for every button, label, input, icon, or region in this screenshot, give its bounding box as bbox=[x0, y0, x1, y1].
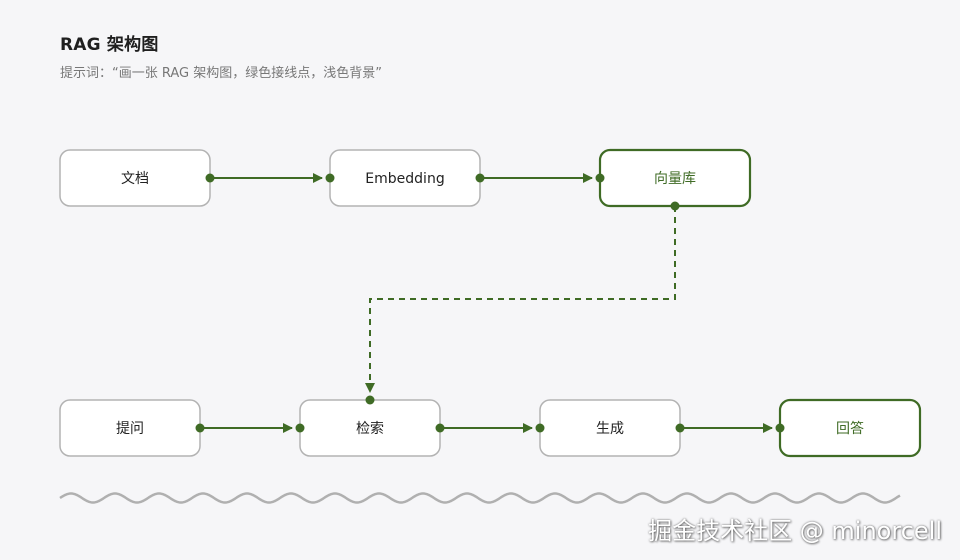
port-vector-db-bottom[interactable] bbox=[670, 201, 680, 211]
node-question[interactable]: 提问 bbox=[59, 399, 201, 457]
port-answer-left[interactable] bbox=[775, 423, 785, 433]
node-vector-db-label: 向量库 bbox=[654, 171, 696, 187]
port-docs-right[interactable] bbox=[205, 173, 215, 183]
port-retrieve-right[interactable] bbox=[435, 423, 445, 433]
node-answer-label: 回答 bbox=[836, 420, 864, 437]
port-generate-right[interactable] bbox=[675, 423, 685, 433]
node-docs-label: 文档 bbox=[121, 171, 149, 187]
page-subtitle: 提示词：“画一张 RAG 架构图，绿色接线点，浅色背景” bbox=[60, 66, 382, 81]
node-docs[interactable]: 文档 bbox=[59, 149, 211, 207]
node-vector-db[interactable]: 向量库 bbox=[598, 148, 752, 208]
node-answer[interactable]: 回答 bbox=[778, 398, 922, 458]
port-question-right[interactable] bbox=[195, 423, 205, 433]
connection-points bbox=[195, 173, 785, 433]
port-embedding-right[interactable] bbox=[475, 173, 485, 183]
port-vector-db-left[interactable] bbox=[595, 173, 605, 183]
watermark: 掘金技术社区 @ minorcell bbox=[648, 517, 942, 545]
node-embedding-label: Embedding bbox=[365, 171, 444, 187]
port-retrieve-left[interactable] bbox=[295, 423, 305, 433]
node-generate[interactable]: 生成 bbox=[539, 399, 681, 457]
page-title: RAG 架构图 bbox=[60, 35, 159, 55]
port-generate-left[interactable] bbox=[535, 423, 545, 433]
node-retrieve-label: 检索 bbox=[356, 420, 384, 437]
wavy-divider bbox=[59, 492, 901, 504]
node-retrieve[interactable]: 检索 bbox=[299, 399, 441, 457]
edge-vector-db-to-retrieve bbox=[365, 206, 676, 393]
port-embedding-left[interactable] bbox=[325, 173, 335, 183]
node-embedding[interactable]: Embedding bbox=[329, 149, 481, 207]
port-retrieve-top[interactable] bbox=[365, 395, 375, 405]
node-question-label: 提问 bbox=[116, 421, 144, 437]
node-generate-label: 生成 bbox=[596, 421, 624, 437]
